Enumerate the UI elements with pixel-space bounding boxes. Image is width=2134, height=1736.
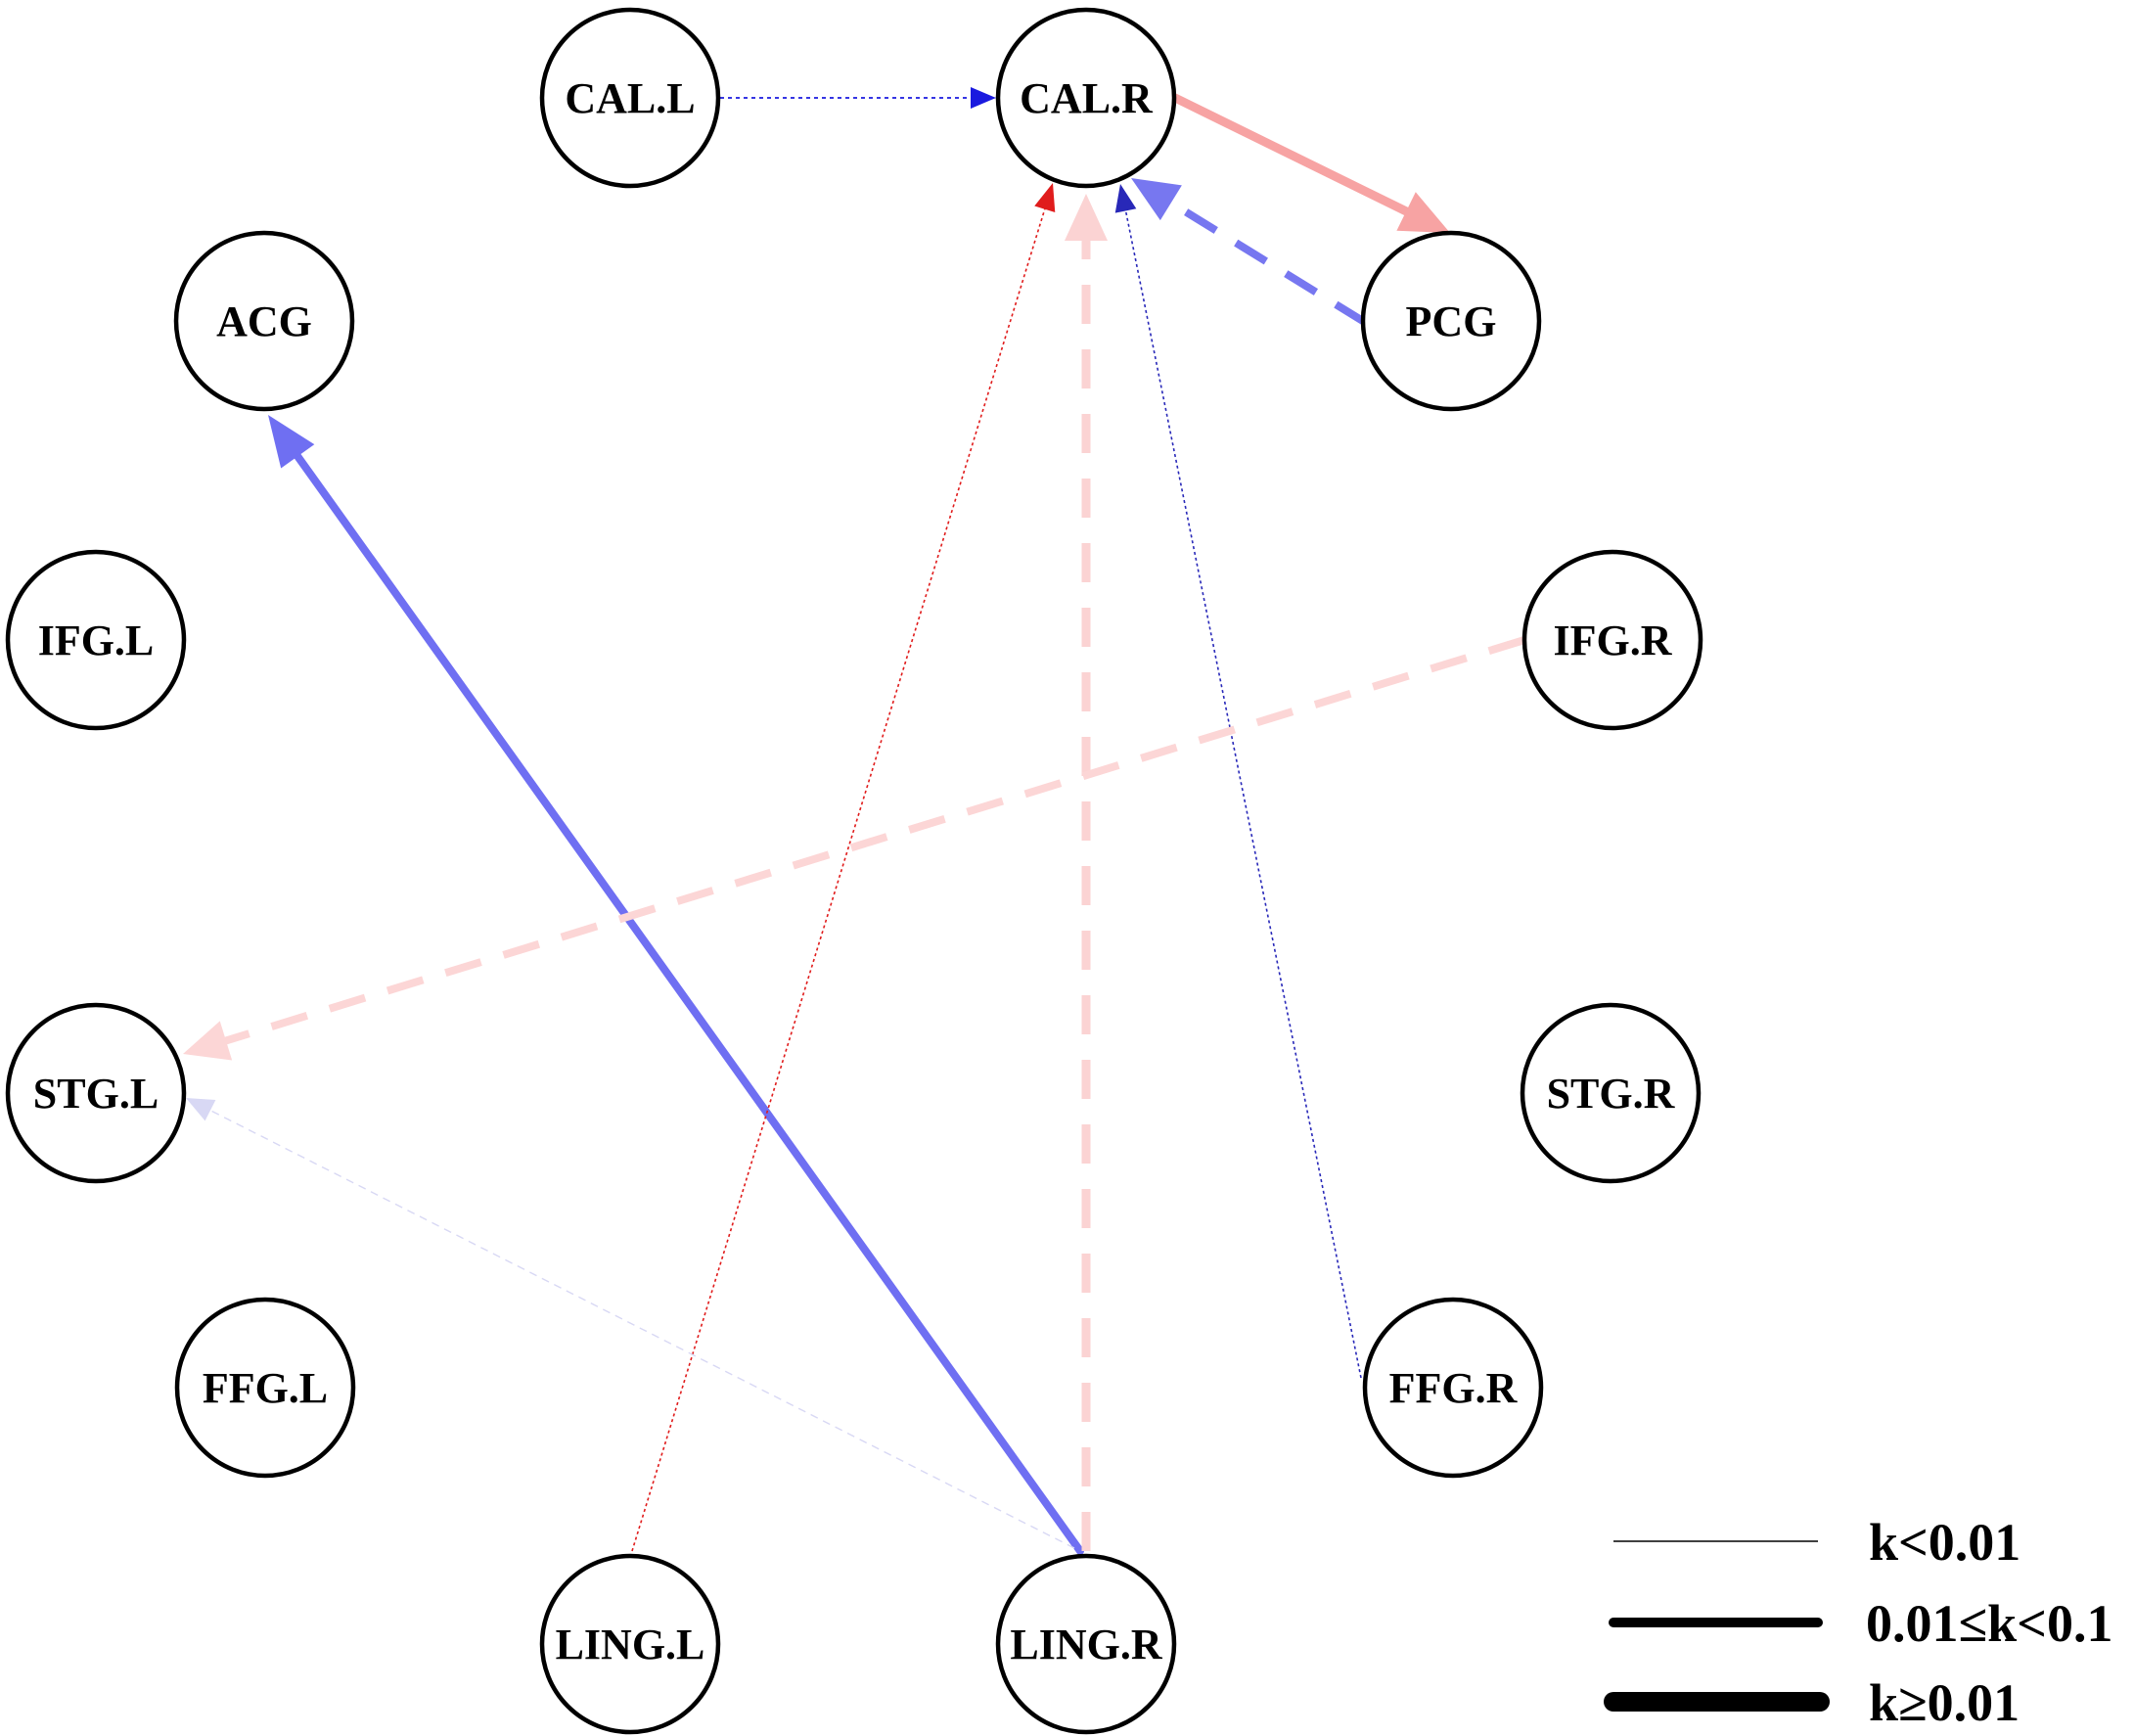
node-label: CAL.L (565, 74, 695, 122)
edge-pcg-to-cal-r (1131, 178, 1369, 327)
edge-arrowhead (1131, 178, 1182, 221)
edge-ffg-r-to-cal-r (1114, 184, 1362, 1379)
node-acg: ACG (173, 230, 355, 412)
node-cal-l: CAL.L (539, 7, 721, 189)
edge-ling-r-to-acg (268, 415, 1084, 1555)
edge-ifg-r-to-stg-l (183, 636, 1526, 1061)
edge-cal-l-to-cal-r (720, 87, 996, 109)
node-label: ACG (216, 297, 312, 345)
node-pcg: PCG (1360, 230, 1542, 412)
edge-line (207, 1109, 1075, 1549)
edge-ling-r-to-cal-r (1065, 194, 1108, 1551)
edges-layer (183, 87, 1526, 1555)
node-label: CAL.R (1020, 74, 1154, 122)
node-circle (1521, 549, 1703, 731)
edge-arrowhead (1396, 192, 1450, 233)
node-circle (173, 230, 355, 412)
node-ling-l: LING.L (539, 1553, 721, 1735)
edge-arrowhead (1065, 194, 1108, 241)
edge-arrowhead (186, 1098, 216, 1121)
nodes-layer: CAL.L CAL.R ACG PCG IFG.L IFG.R STG.L STG.R FFG.… (5, 7, 1703, 1735)
node-ifg-l: IFG.L (5, 549, 187, 731)
node-label: IFG.L (38, 617, 155, 664)
node-circle (1360, 230, 1542, 412)
node-label: PCG (1406, 297, 1497, 345)
edge-line (222, 636, 1526, 1045)
legend-label-thin: k<0.01 (1869, 1513, 2020, 1572)
legend: k<0.01 0.01≤k<0.1 k≥0.01 (1604, 1513, 2112, 1732)
edge-line (1124, 208, 1362, 1379)
node-label: LING.L (556, 1621, 705, 1668)
node-circle (1520, 1002, 1702, 1184)
node-circle (995, 1553, 1177, 1735)
edge-ling-l-to-cal-r (631, 183, 1056, 1552)
node-label: STG.R (1547, 1070, 1676, 1118)
node-stg-r: STG.R (1520, 1002, 1702, 1184)
edge-line (631, 206, 1047, 1552)
edge-arrowhead (183, 1021, 233, 1061)
node-ffg-r: FFG.R (1362, 1297, 1544, 1479)
node-circle (5, 549, 187, 731)
edge-arrowhead (971, 87, 996, 109)
node-ifg-r: IFG.R (1521, 549, 1703, 731)
node-ling-r: LING.R (995, 1553, 1177, 1735)
node-stg-l: STG.L (5, 1002, 187, 1184)
edge-cal-r-to-pcg (1170, 93, 1450, 233)
node-circle (174, 1297, 356, 1479)
legend-label-medium: 0.01≤k<0.1 (1866, 1594, 2112, 1653)
node-label: LING.R (1010, 1621, 1162, 1668)
node-label: IFG.R (1554, 617, 1673, 664)
node-label: FFG.L (203, 1364, 328, 1412)
legend-label-thick: k≥0.01 (1869, 1673, 2020, 1732)
edge-arrowhead (1034, 183, 1056, 212)
edge-ling-r-to-stg-l (186, 1098, 1075, 1549)
edge-line (1167, 198, 1369, 327)
node-circle (1362, 1297, 1544, 1479)
node-circle (539, 7, 721, 189)
node-ffg-l: FFG.L (174, 1297, 356, 1479)
node-cal-r: CAL.R (995, 7, 1177, 189)
node-circle (995, 7, 1177, 189)
edge-arrowhead (1114, 184, 1137, 213)
edge-line (293, 450, 1084, 1555)
node-label: STG.L (33, 1070, 159, 1118)
node-circle (5, 1002, 187, 1184)
edge-line (1170, 93, 1413, 217)
node-label: FFG.R (1389, 1364, 1519, 1412)
node-circle (539, 1553, 721, 1735)
edge-arrowhead (268, 415, 315, 469)
